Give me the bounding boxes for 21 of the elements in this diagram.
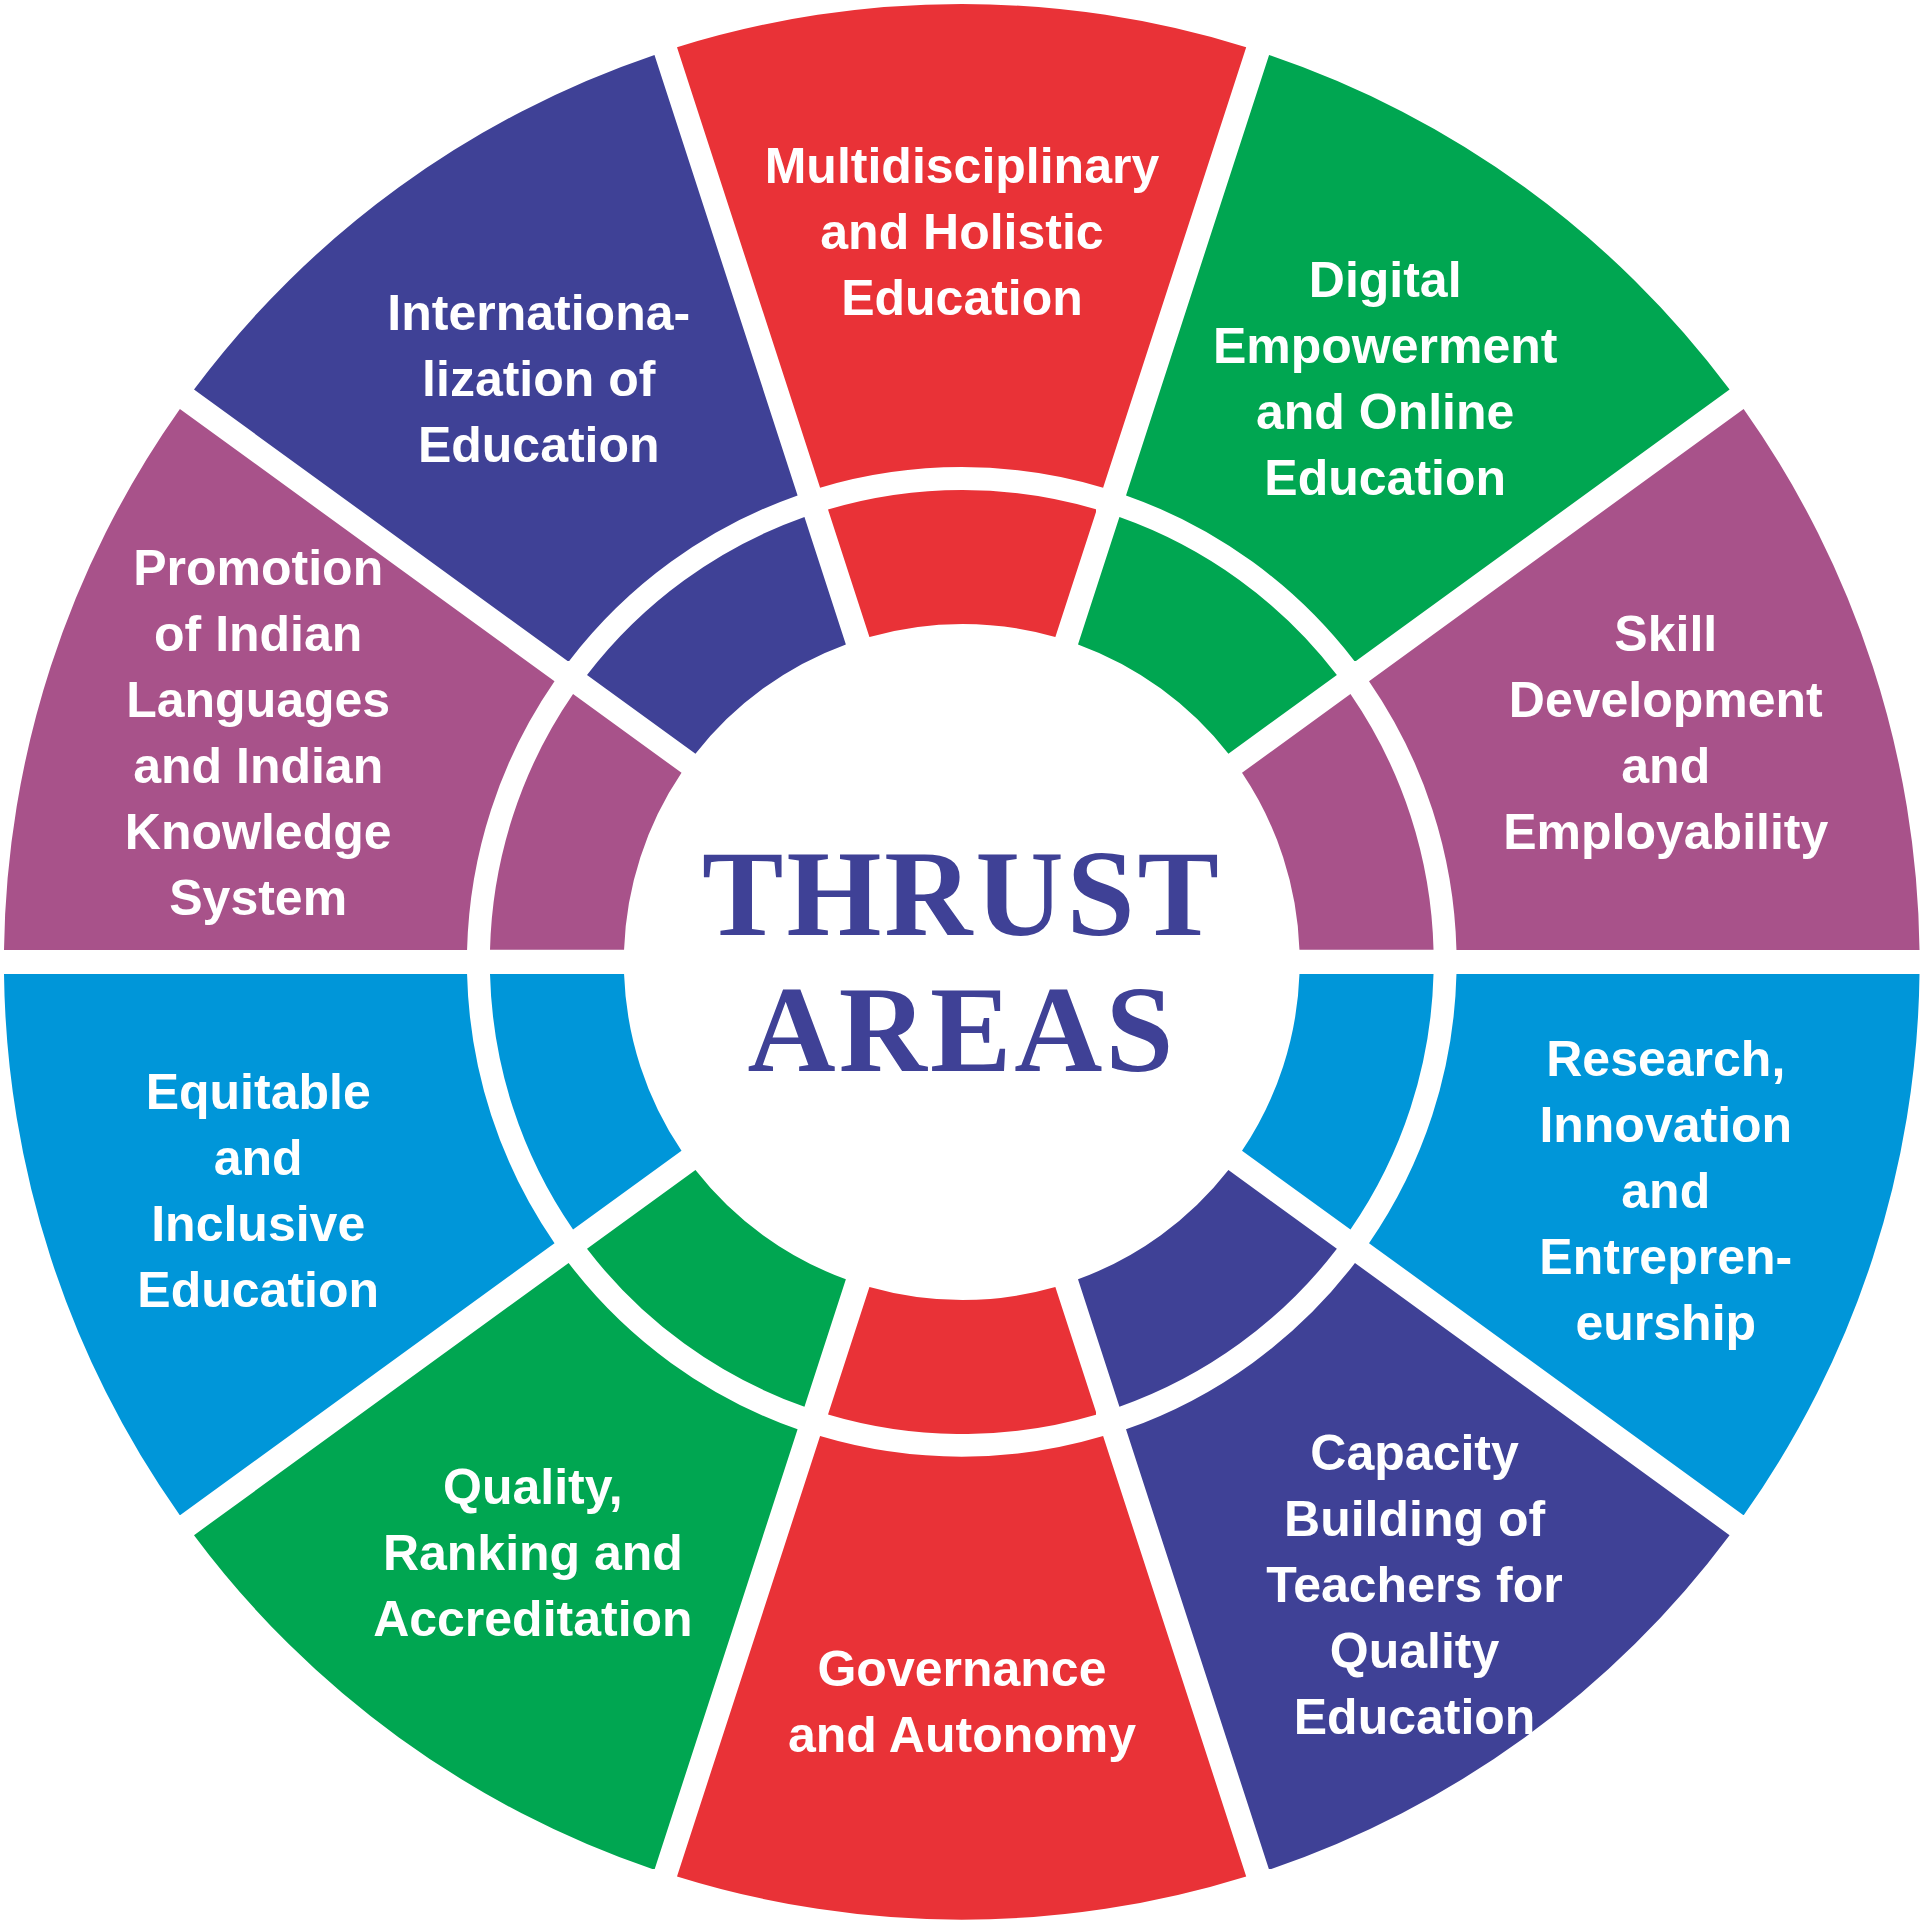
ring-segment [490, 694, 682, 950]
ring-segment [490, 974, 682, 1230]
segment-label: Internationa- lization of Education [386, 284, 692, 476]
ring-segment [1077, 516, 1337, 754]
segment-label: Quality, Ranking and Accreditation [372, 1457, 694, 1649]
ring-segment [587, 516, 847, 754]
segment-label: Multidisciplinary and Holistic Education [763, 137, 1161, 328]
ring-segment [587, 1170, 847, 1408]
ring-segment [1077, 1170, 1337, 1408]
segment-label: Equitable and Inclusive Education [136, 1062, 381, 1320]
center-title: THRUST AREAS [701, 826, 1223, 1098]
ring-segment [827, 490, 1097, 638]
segment-label: Skill Development and Employability [1502, 605, 1830, 863]
segment-label: Governance and Autonomy [786, 1640, 1138, 1765]
ring-segment [827, 1286, 1097, 1434]
segment-label: Capacity Building of Teachers for Quality Education [1265, 1423, 1564, 1747]
segment-label: Digital Empowerment and Online Education [1211, 251, 1559, 509]
segment-label: Promotion of Indian Languages and Indian Knowledge System [123, 539, 393, 929]
segment-label: Research, Innovation and Entrepren- eurship [1538, 1029, 1794, 1353]
ring-segment [1242, 974, 1434, 1230]
ring-segment [1242, 694, 1434, 950]
